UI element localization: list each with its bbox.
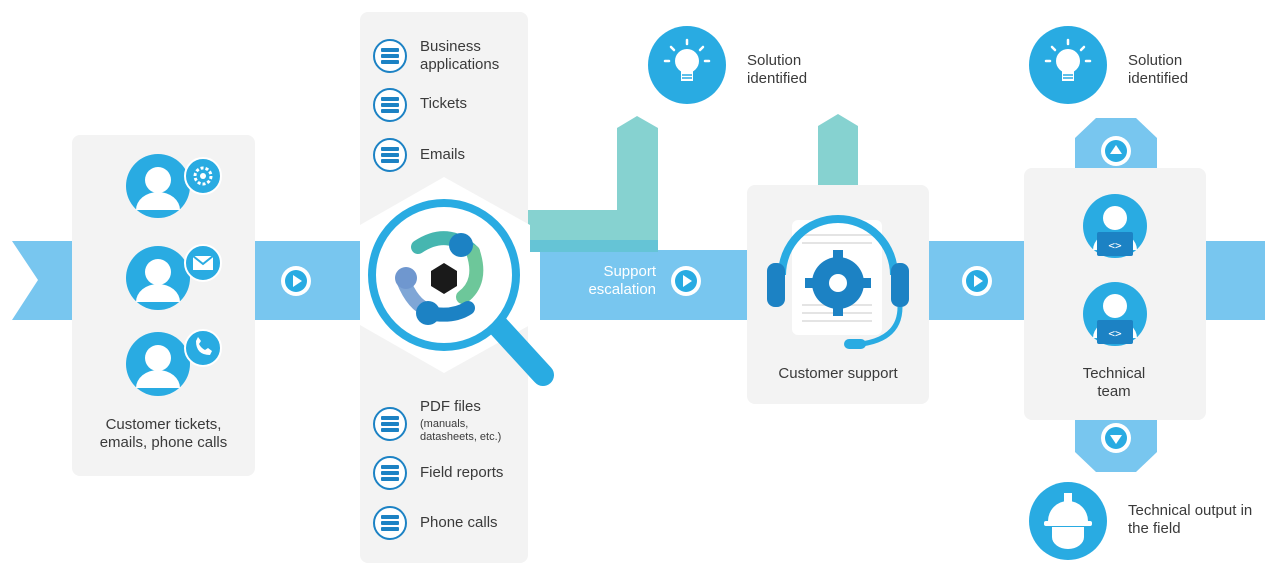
database-icon [373,407,407,441]
database-icon [373,39,407,73]
arrow-down-icon [1101,423,1131,453]
gear-icon [805,250,871,316]
svg-text:<>: <> [1108,327,1122,340]
flow-band-segment-2 [540,250,750,320]
phone-icon [184,329,222,367]
technical-output-label: Technical output in the field [1128,502,1253,537]
technical-team-label: Technical team [1082,365,1146,400]
database-icon [373,456,407,490]
source-phone-calls: Phone calls [420,514,498,531]
support-escalation-label: Support escalation [588,263,656,298]
source-emails: Emails [420,146,466,163]
flow-band-segment-4 [1205,241,1265,320]
teal-path-solution-1 [528,116,658,252]
envelope-icon [184,244,222,282]
customer-avatars [126,154,222,396]
source-pdf-files: PDF files [420,398,481,415]
solution-identified-label-1: Solution identified [747,52,808,87]
customer-inputs-label: Customer tickets, emails, phone calls [99,416,228,451]
customer-avatar-icon [126,154,190,218]
source-tickets: Tickets [420,95,467,112]
gear-icon [184,157,222,195]
flow-band-start [12,241,72,320]
developer-avatar-icon: <> [1083,282,1147,346]
customer-avatar-icon [126,246,190,310]
lightbulb-icon [648,26,726,104]
customer-avatar-icon [126,332,190,396]
source-pdf-files-sub: (manuals, datasheets, etc.) [420,418,502,443]
database-icon [373,88,407,122]
developer-avatar-icon: <> [1083,194,1147,258]
flow-arrow-3-icon [962,266,992,296]
svg-text:<>: <> [1108,239,1122,252]
customer-support-headset-icon [767,215,909,349]
database-icon [373,138,407,172]
solution-identified-label-2: Solution identified [1128,52,1189,87]
source-business-applications: Business applications [420,38,500,73]
teal-path-solution-2 [818,114,858,186]
ai-search-magnifier [360,177,554,386]
flow-arrow-1-icon [281,266,311,296]
network-logo-icon [395,231,484,325]
hard-hat-worker-icon [1029,482,1107,560]
flow-arrow-2-icon [671,266,701,296]
technical-team-icons: <> <> [1083,194,1147,346]
lightbulb-icon [1029,26,1107,104]
database-icon [373,506,407,540]
source-field-reports: Field reports [420,464,504,481]
customer-support-label: Customer support [778,365,898,382]
arrow-up-icon [1101,136,1131,166]
